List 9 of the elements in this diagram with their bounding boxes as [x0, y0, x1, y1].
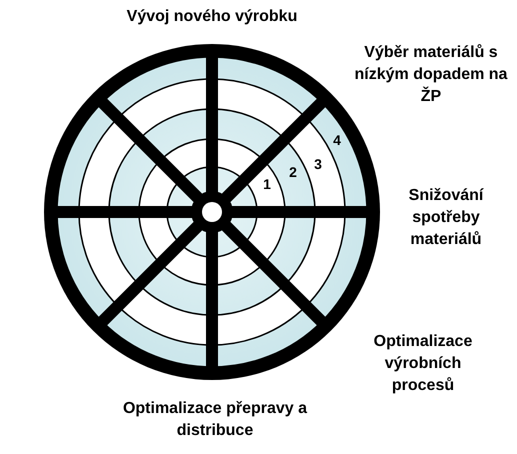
ring-number: 1	[262, 177, 272, 191]
category-label: Výběr materiálů s nízkým dopadem na ŽP	[354, 43, 508, 107]
category-label: Optimalizace přepravy a distribuce	[122, 399, 308, 441]
category-label: Vývoj nového výrobku	[126, 7, 298, 27]
ring-number: 2	[288, 165, 298, 179]
category-label: Optimalizace výrobních procesů	[372, 332, 474, 396]
ring-number: 4	[332, 133, 342, 147]
ring-number: 3	[313, 157, 323, 171]
category-label: Snižování spotřeby materiálů	[408, 186, 485, 250]
